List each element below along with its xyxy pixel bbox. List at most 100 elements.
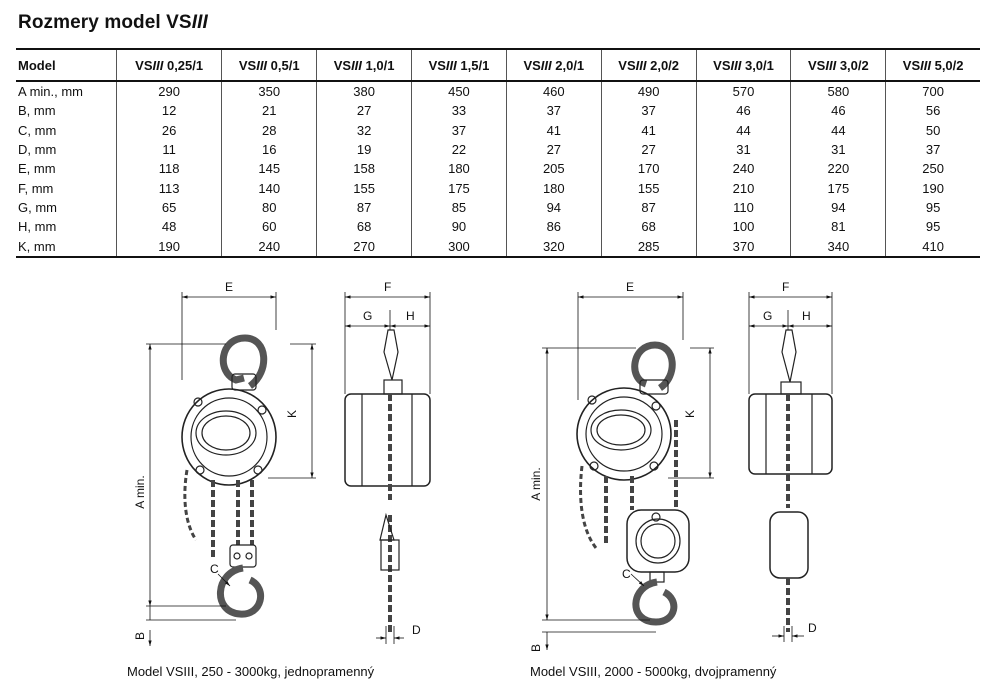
table-cell: 145 xyxy=(221,159,317,179)
table-cell: 27 xyxy=(505,139,602,160)
table-cell: 27 xyxy=(600,139,697,160)
dim-g-left: G xyxy=(363,309,372,323)
row-label: C, mm xyxy=(18,122,57,138)
table-cell: 450 xyxy=(411,81,507,102)
table-cell: 460 xyxy=(505,81,602,102)
table-cell: 100 xyxy=(695,217,791,237)
table-cell: 12 xyxy=(115,101,222,121)
table-cell: 340 xyxy=(790,236,886,258)
table-cell: 220 xyxy=(790,159,886,179)
hoist-side-single xyxy=(344,329,431,632)
row-label: E, mm xyxy=(18,161,56,177)
table-cell: 28 xyxy=(221,120,317,140)
model-suffix: III xyxy=(152,57,164,73)
table-cell: 86 xyxy=(505,217,602,237)
table-cell: 175 xyxy=(411,178,507,198)
table-cell: 37 xyxy=(505,101,602,121)
table-cell: 94 xyxy=(790,197,886,218)
caption-double-fall: Model VSIII, 2000 - 5000kg, dvojpramenný xyxy=(530,664,777,679)
table-cell: 155 xyxy=(316,178,412,198)
row-label: K, mm xyxy=(16,236,117,258)
table-cell: 175 xyxy=(790,178,886,198)
table-cell: 87 xyxy=(316,197,412,218)
table-cell: 270 xyxy=(316,236,412,258)
table-cell: 140 xyxy=(221,178,317,198)
table-cell: 16 xyxy=(221,139,317,160)
dim-k-left: K xyxy=(285,410,299,418)
model-suffix: III xyxy=(445,57,457,73)
table-cell: 170 xyxy=(600,159,697,179)
table-cell: 90 xyxy=(411,217,507,237)
table-cell: 205 xyxy=(505,159,602,179)
model-capacity: 0,5/1 xyxy=(270,57,300,73)
page-title: Rozmery model VSIII xyxy=(18,12,208,34)
header-model-2: VSIII 0,5/1 xyxy=(221,48,317,82)
model-prefix: VS xyxy=(713,57,731,73)
dim-f-left: F xyxy=(384,280,391,294)
table-cell: 320 xyxy=(505,236,602,258)
table-cell: 19 xyxy=(316,139,412,160)
table-cell: 41 xyxy=(505,120,602,140)
model-prefix: VS xyxy=(902,57,921,73)
table-cell: 31 xyxy=(790,139,886,160)
table-cell: 85 xyxy=(411,197,507,218)
model-prefix: VS xyxy=(333,57,352,73)
table-cell: 285 xyxy=(600,236,697,258)
dim-b-left: B xyxy=(133,632,147,640)
table-cell: 410 xyxy=(885,236,980,258)
table-cell: 180 xyxy=(505,178,602,198)
header-model-9: VSIII 5,0/2 xyxy=(885,48,980,82)
table-cell: 60 xyxy=(221,217,317,237)
dim-b-right: B xyxy=(529,644,543,652)
model-prefix: VS xyxy=(135,57,153,73)
table-cell: 31 xyxy=(695,139,791,160)
table-cell: 570 xyxy=(695,81,791,102)
model-prefix: VS xyxy=(808,57,826,73)
table-cell: 41 xyxy=(600,120,697,140)
model-capacity: 2,0/2 xyxy=(650,57,680,73)
table-cell: 300 xyxy=(411,236,507,258)
header-model-3: VSIII 1,0/1 xyxy=(316,48,412,82)
table-cell: 26 xyxy=(115,120,222,140)
table-cell: 94 xyxy=(505,197,602,218)
model-prefix: VS xyxy=(238,57,257,73)
caption-single-fall: Model VSIII, 250 - 3000kg, jednopramenný xyxy=(127,664,375,679)
model-suffix: III xyxy=(825,57,837,73)
model-capacity: 1,5/1 xyxy=(460,57,490,73)
table-cell: 56 xyxy=(885,101,980,121)
table-cell: 11 xyxy=(115,139,222,160)
model-prefix: VS xyxy=(618,57,636,73)
dim-d-right: D xyxy=(808,621,817,635)
table-cell: 37 xyxy=(600,101,697,121)
model-suffix: III xyxy=(256,57,268,73)
model-capacity: 0,25/1 xyxy=(166,57,204,73)
table-cell: 27 xyxy=(316,101,412,121)
table-cell: 22 xyxy=(411,139,507,160)
model-prefix: VS xyxy=(523,57,541,73)
hoist-side-double xyxy=(748,329,833,632)
dim-g-right: G xyxy=(763,309,772,323)
row-label: D, mm xyxy=(18,142,57,158)
table-cell: 580 xyxy=(790,81,886,102)
table-cell: 68 xyxy=(316,217,412,237)
model-capacity: 5,0/2 xyxy=(934,57,964,73)
table-cell: 32 xyxy=(316,120,412,140)
table-cell: 370 xyxy=(695,236,791,258)
dim-e-right: E xyxy=(626,280,634,294)
table-cell: 290 xyxy=(115,81,222,102)
dim-f-right: F xyxy=(782,280,789,294)
table-cell: 68 xyxy=(600,217,697,237)
table-cell: 37 xyxy=(885,139,980,160)
table-cell: 50 xyxy=(885,120,980,140)
row-label: A min., mm xyxy=(18,84,84,100)
table-cell: 350 xyxy=(221,81,317,102)
table-cell: 158 xyxy=(316,159,412,179)
model-capacity: 3,0/2 xyxy=(839,57,869,73)
table-cell: 46 xyxy=(695,101,791,121)
